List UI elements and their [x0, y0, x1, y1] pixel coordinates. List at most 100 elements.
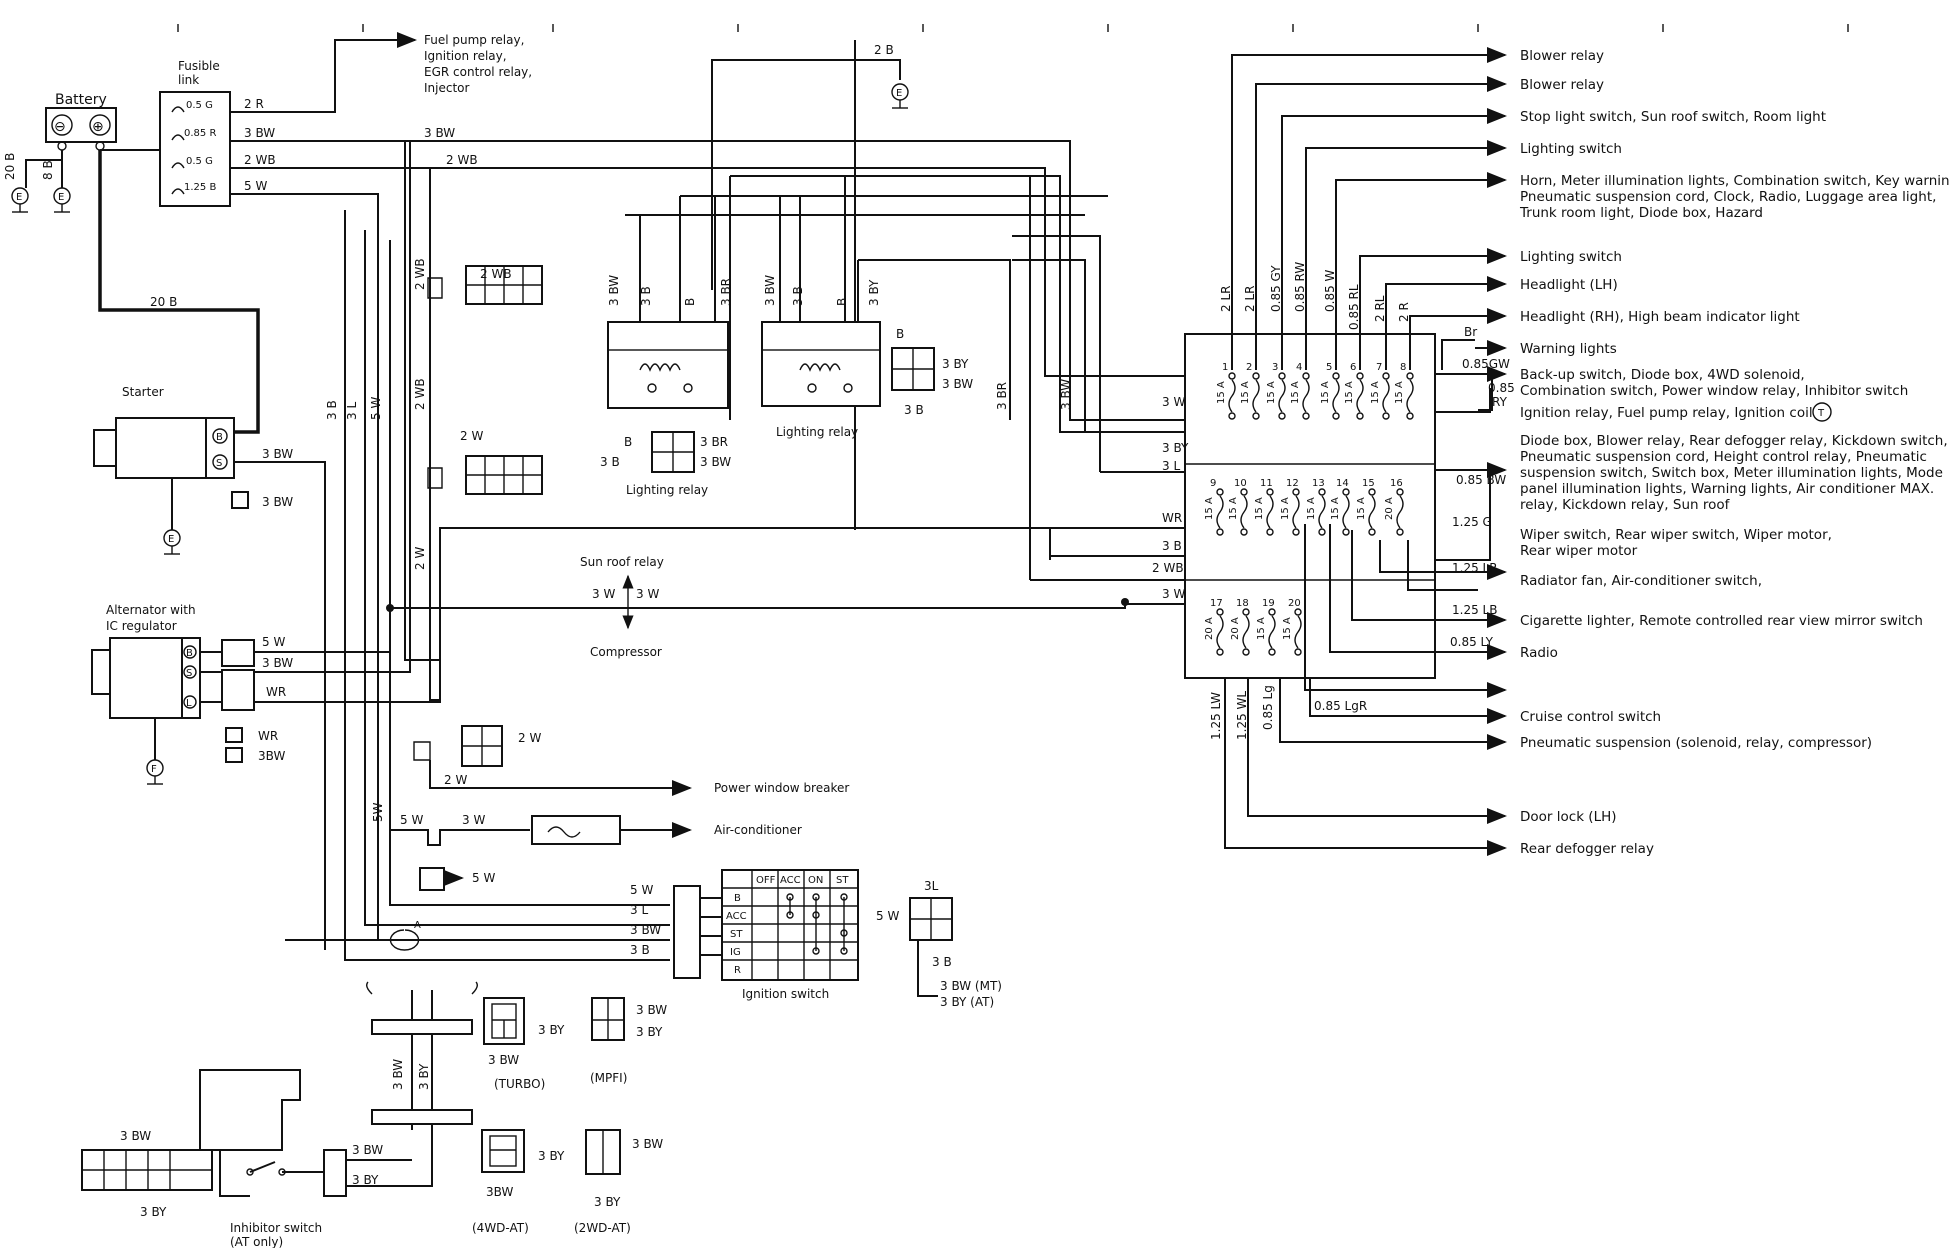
svg-text:0.85 R: 0.85 R [184, 128, 216, 139]
svg-text:3 W: 3 W [1162, 395, 1185, 409]
svg-text:5 W: 5 W [630, 883, 653, 897]
fuse-number: 19 [1262, 598, 1275, 609]
output-text: Ignition relay, Fuel pump relay, Ignitio… [1520, 405, 1813, 421]
starter: Starter B S [93, 385, 235, 479]
output-item: Radiator fan, Air-conditioner switch, [1520, 573, 1762, 589]
wire-8b: 8 B [41, 160, 55, 180]
svg-text:3 B: 3 B [325, 400, 339, 420]
svg-text:3 BW: 3 BW [630, 923, 661, 937]
svg-text:(TURBO): (TURBO) [494, 1077, 545, 1091]
output-item: Warning lights [1520, 341, 1617, 357]
output-text: Trunk room light, Diode box, Hazard [1519, 205, 1763, 221]
svg-text:B: B [683, 298, 697, 306]
svg-text:B: B [216, 432, 223, 443]
output-text: suspension switch, Switch box, Meter ill… [1520, 465, 1943, 481]
svg-text:3 BW: 3 BW [1059, 379, 1073, 410]
output-item: Headlight (LH) [1520, 277, 1618, 293]
lighting-relay-label: Lighting relay [626, 483, 708, 497]
inhibitor-switch: 3 BW 3 BY Inhibitor switch (AT only) [199, 1069, 433, 1248]
svg-text:E: E [896, 88, 902, 99]
svg-text:B: B [734, 893, 741, 904]
fuse-number: 1 [1222, 362, 1228, 373]
lighting-relay-2-label: Lighting relay [776, 425, 858, 439]
svg-text:0.5 G: 0.5 G [186, 156, 213, 167]
output-text: Pneumatic suspension cord, Height contro… [1520, 449, 1927, 465]
fuse-number: 13 [1312, 478, 1325, 489]
svg-text:B: B [896, 327, 904, 341]
lighting-relay-2: 3 BW 3 B B 3 BY Lighting relay [761, 176, 881, 439]
output-item: Lighting switch [1520, 141, 1622, 157]
air-conditioner: Air-conditioner [714, 823, 802, 837]
svg-text:3 BY: 3 BY [594, 1195, 621, 1209]
output-item: Cigarette lighter, Remote controlled rea… [1520, 613, 1923, 629]
alternator-connectors: WR 3BW [225, 727, 285, 763]
fuse-number: 8 [1400, 362, 1406, 373]
svg-text:3 BW: 3 BW [942, 377, 973, 391]
svg-text:0.85 GY: 0.85 GY [1269, 265, 1283, 312]
svg-text:2 B: 2 B [874, 43, 894, 57]
output-item: Door lock (LH) [1520, 809, 1617, 825]
svg-text:F: F [151, 764, 157, 775]
output-item: Wiper switch, Rear wiper switch, Wiper m… [1520, 527, 1832, 559]
svg-text:3 BY: 3 BY [538, 1023, 565, 1037]
svg-text:1.25 LW: 1.25 LW [1209, 692, 1223, 740]
svg-text:Injector: Injector [424, 81, 470, 95]
output-item: Horn, Meter illumination lights, Combina… [1519, 173, 1950, 221]
ground-icon-1: E [11, 187, 29, 213]
output-text: Diode box, Blower relay, Rear defogger r… [1520, 433, 1948, 449]
fuse-rating: 15 A [1254, 497, 1265, 520]
svg-text:0.85: 0.85 [1488, 381, 1515, 395]
output-text: Radio [1520, 645, 1558, 661]
output-text: Lighting switch [1520, 249, 1622, 265]
fuse-rating: 15 A [1394, 381, 1405, 404]
output-text: Door lock (LH) [1520, 809, 1617, 825]
fuse-number: 5 [1326, 362, 1332, 373]
svg-text:3 W: 3 W [462, 813, 485, 827]
svg-text:3BW: 3BW [486, 1185, 513, 1199]
output-item: Back-up switch, Diode box, 4WD solenoid,… [1520, 367, 1908, 399]
svg-text:2 W: 2 W [518, 731, 541, 745]
svg-text:L: L [186, 698, 192, 709]
svg-text:0.85 Lg: 0.85 Lg [1261, 685, 1275, 730]
svg-text:E: E [16, 192, 22, 203]
fuse-rating: 20 A [1204, 617, 1215, 640]
battery: Battery ⊖ ⊕ [45, 92, 117, 151]
fuse-number: 6 [1350, 362, 1356, 373]
fuse-rating: 20 A [1230, 617, 1241, 640]
svg-text:0.85 LY: 0.85 LY [1450, 635, 1494, 649]
svg-text:Compressor: Compressor [590, 645, 662, 659]
svg-text:3 BR: 3 BR [700, 435, 728, 449]
output-text: Stop light switch, Sun roof switch, Room… [1520, 109, 1826, 125]
svg-text:3 W: 3 W [592, 587, 615, 601]
svg-text:IC regulator: IC regulator [106, 619, 177, 633]
fuse-rating: 15 A [1330, 497, 1341, 520]
connector-ig-right: 3L 5 W 3 B 3 BW (MT) 3 BY (AT) [876, 879, 1002, 1009]
svg-text:2 LR: 2 LR [1243, 286, 1257, 312]
svg-text:3 B: 3 B [791, 286, 805, 306]
svg-text:3 BW: 3 BW [700, 455, 731, 469]
svg-text:WR: WR [258, 729, 278, 743]
svg-text:(2WD-AT): (2WD-AT) [574, 1221, 631, 1235]
svg-text:3 L: 3 L [1162, 459, 1180, 473]
svg-text:3 BW: 3 BW [488, 1053, 519, 1067]
svg-text:(AT only): (AT only) [230, 1235, 283, 1248]
svg-text:3 BW (MT): 3 BW (MT) [940, 979, 1002, 993]
ground-icon-5: F [146, 759, 164, 785]
svg-text:(4WD-AT): (4WD-AT) [472, 1221, 529, 1235]
fuse-1: 115 A [1216, 362, 1236, 420]
svg-text:3 L: 3 L [630, 903, 648, 917]
sun-roof-compressor: Sun roof relay 3 W 3 W Compressor [580, 555, 664, 659]
fuse-number: 4 [1296, 362, 1302, 373]
svg-text:3 W: 3 W [636, 587, 659, 601]
fuse-rating: 15 A [1320, 381, 1331, 404]
output-text: Cruise control switch [1520, 709, 1661, 725]
svg-text:0.85 RW: 0.85 RW [1293, 262, 1307, 312]
fuse-2: 215 A [1240, 362, 1260, 420]
svg-text:2 WB: 2 WB [480, 267, 512, 281]
svg-text:2 WB: 2 WB [413, 258, 427, 290]
